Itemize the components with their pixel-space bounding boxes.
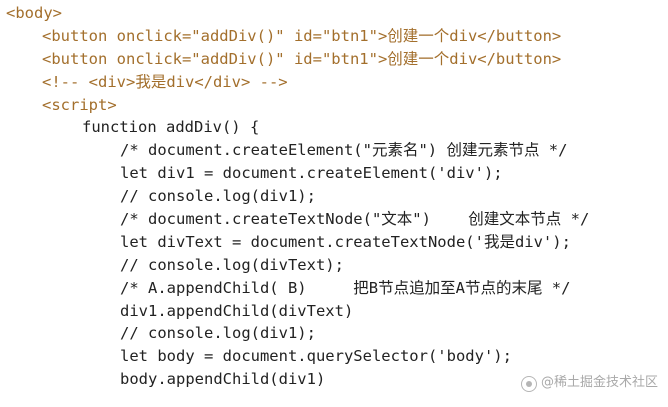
watermark-text: @稀土掘金技术社区 [540,375,658,391]
watermark: @稀土掘金技术社区 [520,372,658,395]
code-line-12: // console.log(divText); [120,255,344,274]
juejin-logo-icon [520,375,537,392]
code-line-6: function addDiv() { [82,118,260,137]
code-line-14: div1.appendChild(divText) [120,301,354,320]
code-line-5: <script> [42,95,117,114]
code-line-9: // console.log(div1); [120,187,316,206]
code-line-11: let divText = document.createTextNode('我… [120,232,571,251]
code-line-16: let body = document.querySelector('body'… [120,347,512,366]
code-line-3: <button onclick="addDiv()" id="btn1">创建一… [42,49,562,68]
code-line-8: let div1 = document.createElement('div')… [120,164,503,183]
code-line-2: <button onclick="addDiv()" id="btn1">创建一… [42,26,562,45]
code-line-13: /* A.appendChild( B) 把B节点追加至A节点的末尾 */ [120,278,571,297]
code-line-7: /* document.createElement("元素名") 创建元素节点 … [120,141,568,160]
code-line-17: body.appendChild(div1) [120,370,326,389]
code-block: <body> <button onclick="addDiv()" id="bt… [6,2,662,391]
code-line-10: /* document.createTextNode("文本") 创建文本节点 … [120,210,590,229]
code-line-15: // console.log(div1); [120,324,316,343]
code-line-4: <!-- <div>我是div</div> --> [42,72,288,91]
code-line-1: <body> [6,4,62,22]
